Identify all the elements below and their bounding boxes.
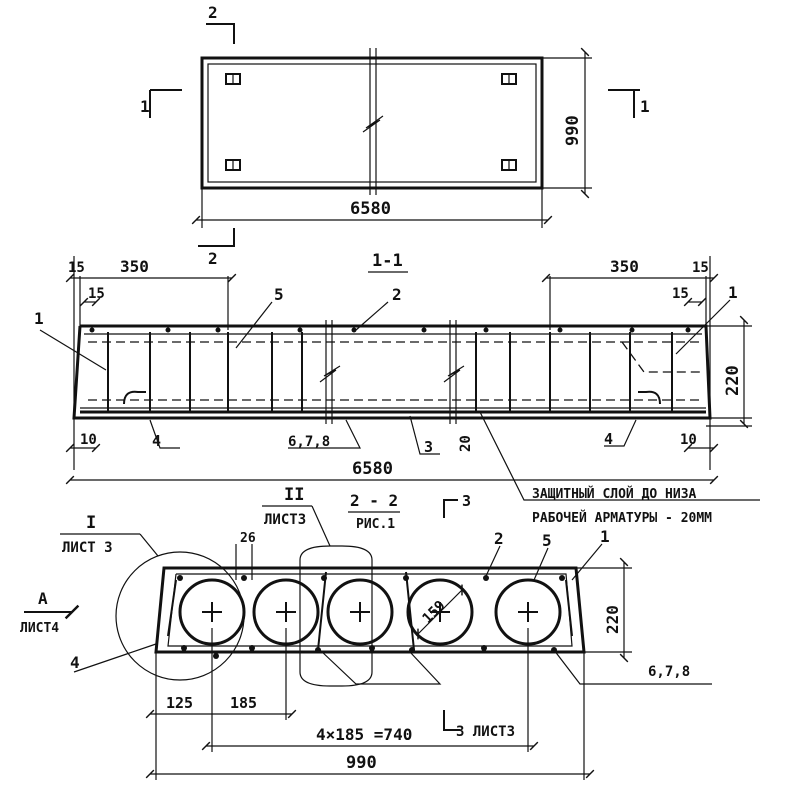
cut-3-top bbox=[443, 499, 458, 518]
section-2-2-rebar-dots bbox=[177, 575, 565, 659]
dim-990: 990 bbox=[346, 753, 377, 773]
dim-159: 159 bbox=[420, 598, 449, 627]
cut-3-label: 3 bbox=[462, 492, 471, 510]
section-2-2-bottom-dims bbox=[145, 628, 595, 780]
beam-outline bbox=[72, 324, 712, 420]
dim-220-line bbox=[706, 315, 752, 429]
view-A-sheet: ЛИСТ4 bbox=[20, 621, 59, 636]
section-1-1-top-dims bbox=[65, 256, 719, 470]
cut-3-bottom-label: 3 ЛИСТ3 bbox=[456, 724, 515, 740]
dim-220: 220 bbox=[603, 605, 622, 634]
plan-inner-outline bbox=[207, 63, 537, 183]
section-2-2-title: 2 - 2 bbox=[350, 491, 398, 510]
plan-height-label: 990 bbox=[563, 115, 583, 146]
plan-outline bbox=[200, 56, 544, 190]
dim-15-right-inner: 15 bbox=[672, 286, 689, 302]
section-cut-1-right bbox=[608, 89, 640, 118]
pos-2: 2 bbox=[392, 285, 402, 304]
plan-width-label: 6580 bbox=[350, 199, 391, 219]
pos-1: 1 bbox=[600, 527, 610, 546]
pos-1-left: 1 bbox=[34, 309, 44, 328]
lifting-loop-icon bbox=[225, 73, 517, 171]
lifting-loop-left bbox=[123, 390, 146, 405]
section-cut-2-top bbox=[206, 23, 235, 44]
dim-10-right: 10 bbox=[680, 432, 697, 448]
lifting-loop-right bbox=[638, 390, 661, 405]
dim-6580-label: 6580 bbox=[352, 459, 393, 479]
section-1-1-view: 1-1 bbox=[34, 251, 760, 526]
stirrups bbox=[107, 332, 673, 412]
section-2-2-frames bbox=[167, 571, 573, 651]
pos-4-right: 4 bbox=[604, 430, 613, 448]
cut-1-left-label: 1 bbox=[140, 97, 150, 116]
pos-5: 5 bbox=[274, 285, 284, 304]
pos-5: 5 bbox=[542, 531, 552, 550]
section-2-2-ref: РИС.1 bbox=[356, 517, 395, 532]
cut-3-bottom bbox=[443, 710, 460, 731]
plan-break-line bbox=[362, 48, 384, 195]
cut-2-bottom-label: 2 bbox=[208, 249, 218, 268]
pos-3: 3 bbox=[424, 438, 433, 456]
dim-350-left: 350 bbox=[120, 257, 149, 276]
dim-4x185: 4×185 =740 bbox=[316, 725, 412, 744]
section-1-1-break bbox=[319, 320, 465, 424]
dim-15-left: 15 bbox=[68, 260, 85, 276]
callout-II: II bbox=[284, 485, 304, 505]
callout-I-sheet: ЛИСТ 3 bbox=[62, 540, 113, 556]
section-2-2-view: I ЛИСТ 3 II ЛИСТ3 2 - 2 РИС.1 3 3 ЛИСТ3 … bbox=[20, 485, 712, 780]
plan-view: 6580 990 1 1 2 2 bbox=[140, 3, 650, 268]
pos-4-left: 4 bbox=[152, 432, 161, 450]
cut-1-right-label: 1 bbox=[640, 97, 650, 116]
plan-height-dimension bbox=[542, 47, 592, 199]
view-A-label: А bbox=[38, 589, 48, 608]
dim-350-right: 350 bbox=[610, 257, 639, 276]
pos-1-right: 1 bbox=[728, 283, 738, 302]
pos-678: 6,7,8 bbox=[288, 434, 330, 450]
core-centre-marks bbox=[202, 602, 538, 622]
note-line-2: РАБОЧЕЙ АРМАТУРЫ - 20ММ bbox=[532, 510, 712, 526]
cut-2-top-label: 2 bbox=[208, 3, 218, 22]
pos-678: 6,7,8 bbox=[648, 664, 690, 680]
section-cut-1-left bbox=[149, 89, 182, 118]
dim-185: 185 bbox=[230, 694, 257, 712]
note-line-1: ЗАЩИТНЫЙ СЛОЙ ДО НИЗА bbox=[532, 486, 697, 502]
dim-26: 26 bbox=[240, 531, 256, 546]
dim-125: 125 bbox=[166, 694, 193, 712]
dim-159-line bbox=[417, 584, 463, 640]
detail-II-outline bbox=[299, 545, 373, 687]
section-cut-2-bottom bbox=[198, 228, 235, 247]
dim-10-left: 10 bbox=[80, 432, 97, 448]
dim-220-label: 220 bbox=[723, 365, 743, 396]
callout-I: I bbox=[86, 513, 96, 533]
pos-4: 4 bbox=[70, 653, 80, 672]
top-bar-dots bbox=[89, 327, 691, 333]
section-1-1-title: 1-1 bbox=[372, 251, 403, 271]
dim-15-right: 15 bbox=[692, 260, 709, 276]
callout-II-sheet: ЛИСТ3 bbox=[264, 512, 306, 528]
dim-20: 20 bbox=[458, 435, 474, 452]
dim-15-left-inner: 15 bbox=[88, 286, 105, 302]
pos-2: 2 bbox=[494, 529, 504, 548]
plan-width-dimension bbox=[191, 188, 553, 228]
